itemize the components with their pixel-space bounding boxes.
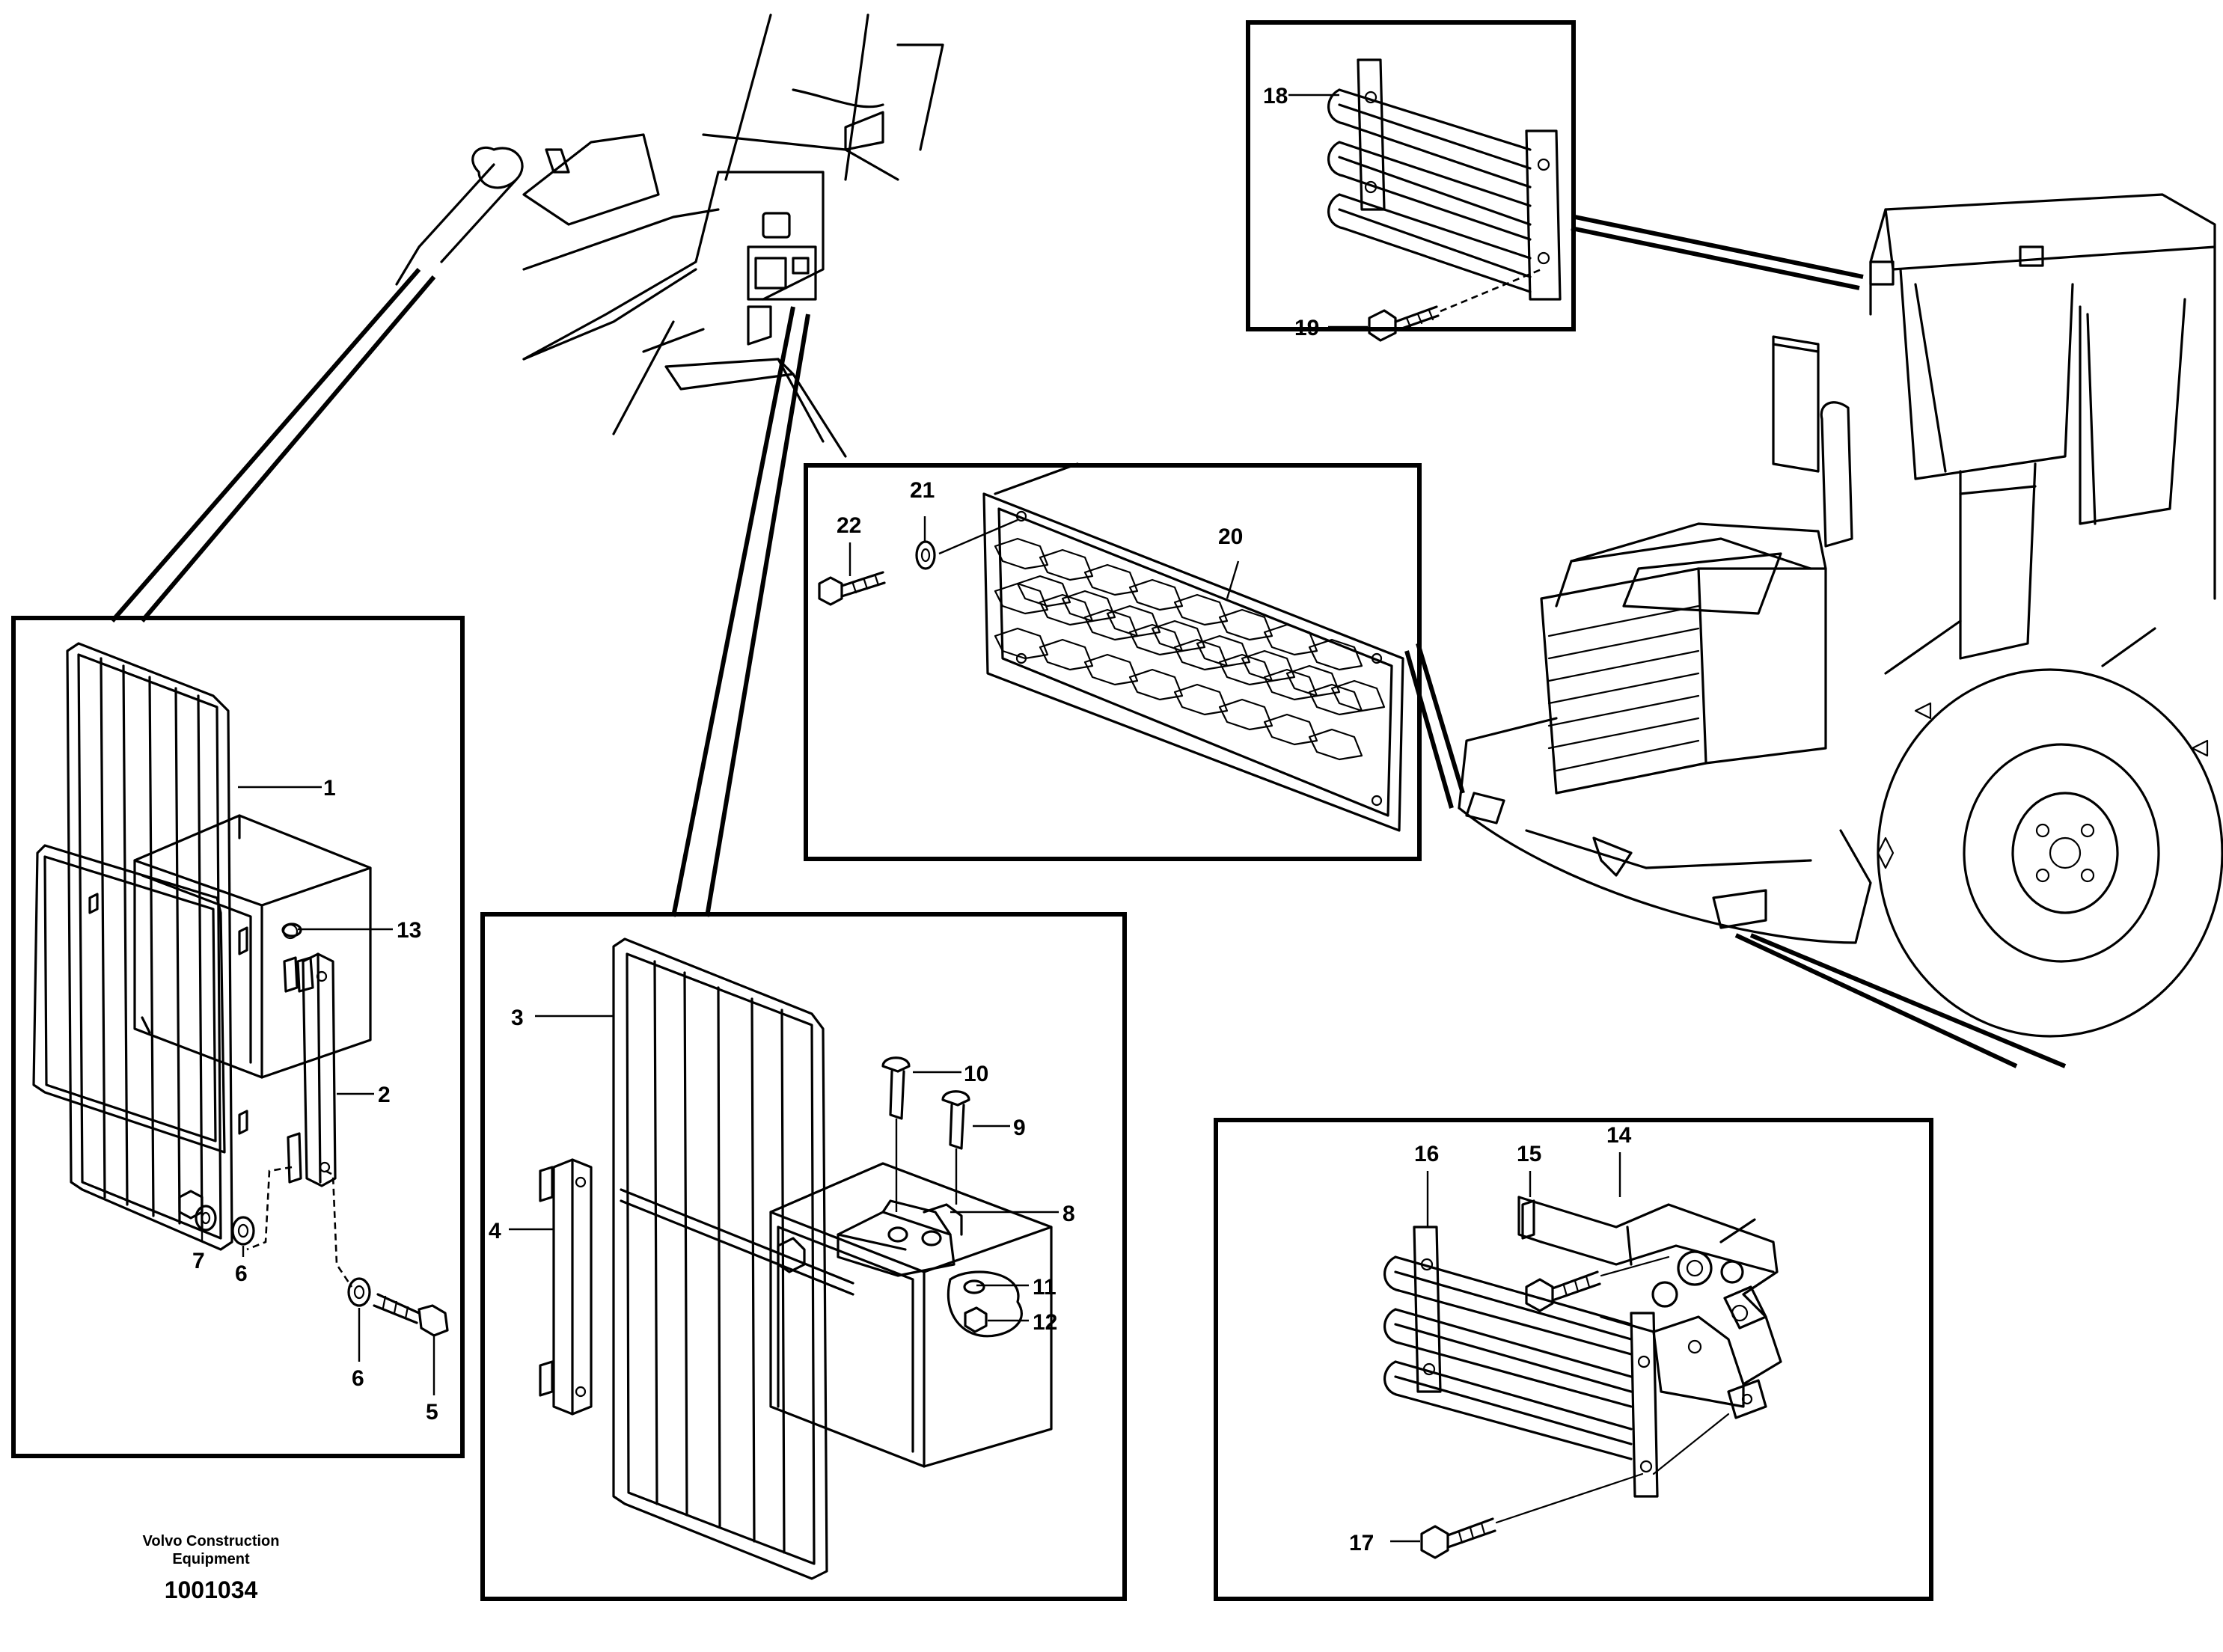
- grille-20: [982, 462, 1404, 832]
- bolt-22: [818, 571, 886, 606]
- label-13: 13: [397, 918, 421, 943]
- label-14: 14: [1606, 1123, 1632, 1148]
- label-20: 20: [1218, 524, 1243, 549]
- guard-1: [32, 642, 233, 1251]
- bolt-19: [1368, 268, 1542, 342]
- callout-line-j: [1749, 933, 2067, 1068]
- footer-drawing-number: 1001034: [165, 1576, 258, 1603]
- label-6b: 6: [352, 1366, 364, 1391]
- label-18: 18: [1263, 84, 1288, 108]
- display-box: [88, 814, 372, 1135]
- footer-maker-line1: Volvo Construction: [143, 1533, 280, 1549]
- light-guard-18: [1327, 58, 1562, 301]
- detail-box-screen-guard-left: [11, 616, 465, 1458]
- latch-8-9-10: [837, 1056, 970, 1277]
- footer-maker-line2: Equipment: [172, 1551, 250, 1567]
- label-3: 3: [511, 1006, 524, 1030]
- detail-box-bottom-light-guard: [1214, 1118, 1933, 1601]
- guard-3: [612, 937, 854, 1580]
- label-11: 11: [1033, 1275, 1057, 1300]
- detail-box-screen-guard-right: [480, 912, 1127, 1601]
- callout-line-e: [1574, 215, 1864, 279]
- label-22: 22: [837, 513, 861, 538]
- label-6a: 6: [235, 1261, 248, 1286]
- bracket-4: [539, 1158, 593, 1416]
- bolt-17: [1420, 1413, 1730, 1559]
- label-2: 2: [378, 1083, 391, 1107]
- callout-line-d: [705, 313, 810, 917]
- callout-line-a: [110, 268, 421, 622]
- display-box-mid: [769, 1162, 1053, 1468]
- label-1: 1: [323, 776, 336, 801]
- label-5: 5: [426, 1400, 438, 1425]
- callout-line-i: [1734, 933, 2018, 1068]
- detail-box-grille: [804, 463, 1422, 861]
- bolt-15: [1525, 1255, 1670, 1312]
- fasteners-5-6-7: [178, 1166, 449, 1337]
- label-10: 10: [964, 1062, 988, 1086]
- cab-interior-overview: [395, 13, 944, 458]
- label-16: 16: [1414, 1142, 1439, 1166]
- label-8: 8: [1062, 1202, 1075, 1226]
- light-guard-16: [1383, 1226, 1659, 1498]
- label-19: 19: [1294, 316, 1319, 340]
- detail-box-work-light-guard: [1246, 20, 1576, 331]
- callout-line-g: [1416, 643, 1465, 794]
- callout-line-c: [671, 306, 795, 917]
- label-21: 21: [910, 478, 935, 503]
- label-17: 17: [1349, 1531, 1374, 1555]
- wheel-loader-overview: [1458, 193, 2223, 1038]
- label-12: 12: [1033, 1310, 1057, 1335]
- callout-line-f: [1571, 226, 1860, 290]
- label-7: 7: [192, 1249, 205, 1273]
- callout-line-h: [1404, 650, 1454, 809]
- label-4: 4: [489, 1219, 501, 1243]
- bracket-14: [1517, 1196, 1782, 1419]
- callout-line-b: [140, 275, 436, 622]
- label-15: 15: [1517, 1142, 1541, 1166]
- label-9: 9: [1013, 1116, 1026, 1140]
